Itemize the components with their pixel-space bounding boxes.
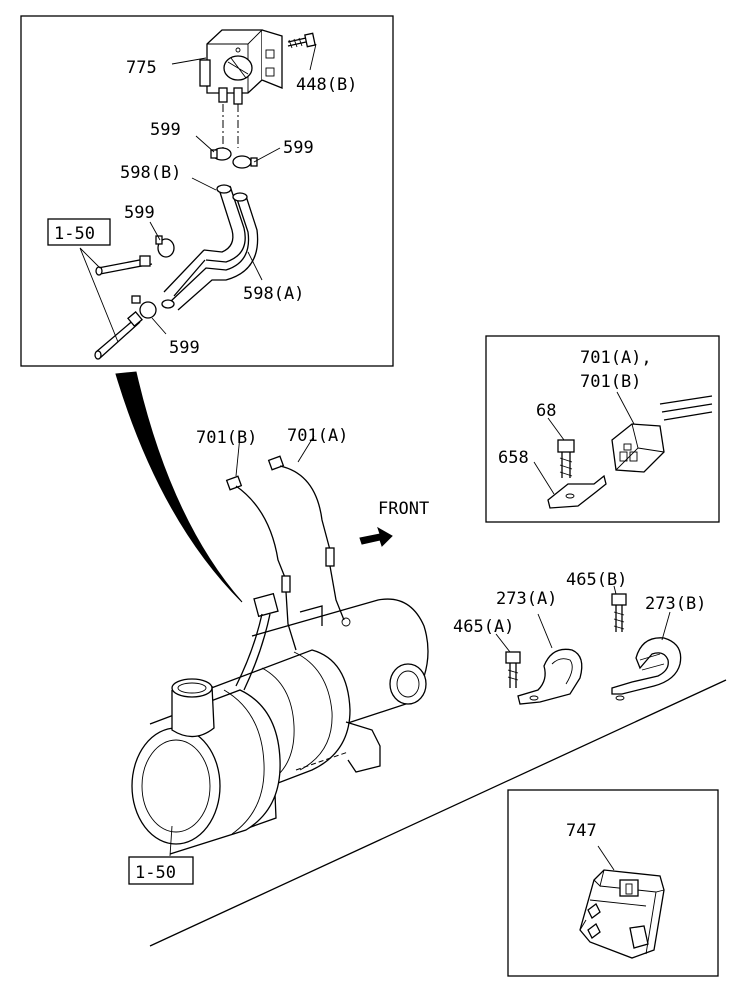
label-775: 775 [126,58,157,78]
main-assembly: 701(B) 701(A) 1-50 [128,426,429,885]
label-598a: 598(A) [243,284,304,304]
bolt-465b [611,593,627,632]
ground-line [149,679,727,947]
clamp-599-c [155,235,175,258]
label-599-c: 599 [124,203,155,223]
bolt-448b [287,32,316,49]
clamp-273b-group: 465(B) 273(B) [566,570,706,701]
label-1-50-bottom: 1-50 [135,863,176,883]
bolt-465a [505,651,521,688]
label-701b-main: 701(B) [196,428,257,448]
sensor-701b [225,475,297,651]
label-box-1-50-bottom [128,856,194,885]
label-448b: 448(B) [296,75,357,95]
clamp-599-b [232,155,258,169]
clamp-599-d [131,295,157,319]
label-701b-box: 701(B) [580,372,641,392]
front-arrow-icon [359,526,393,547]
label-701a-box: 701(A), [580,348,652,368]
label-273b: 273(B) [645,594,706,614]
pointer-curve [115,371,243,603]
harness-connector [235,592,279,691]
detail-box-top: 775 448(B) 599 599 598(B) 599 1-50 598(A… [20,15,394,367]
label-273a: 273(A) [496,589,557,609]
label-747: 747 [566,821,597,841]
label-599-d: 599 [169,338,200,358]
detail-box-747: 747 [507,789,719,977]
label-box-1-50-top [47,218,111,246]
fitting-1-50 [94,255,153,360]
detail-box-connector: 701(A), 701(B) 68 658 [485,335,720,523]
module-747 [579,869,665,959]
clamp-273a-group: 273(A) 465(A) [453,589,583,705]
valve-775 [199,29,283,105]
label-598b: 598(B) [120,163,181,183]
label-68: 68 [536,401,556,421]
bolt-68 [557,439,575,478]
front-indicator: FRONT [359,499,429,547]
hose-598 [161,184,259,311]
label-465b: 465(B) [566,570,627,590]
label-front: FRONT [378,499,429,519]
label-658: 658 [498,448,529,468]
clamp-273b [611,637,682,695]
label-701a-main: 701(A) [287,426,348,446]
label-1-50-top: 1-50 [54,224,95,244]
bracket-658 [547,474,607,509]
sensor-701a [267,455,345,621]
clamp-599-a [210,147,232,161]
label-465a: 465(A) [453,617,514,637]
leaders-top [79,43,317,343]
clamp-273a [517,648,583,705]
connector-701 [611,423,665,473]
label-599-a: 599 [150,120,181,140]
label-599-b: 599 [283,138,314,158]
